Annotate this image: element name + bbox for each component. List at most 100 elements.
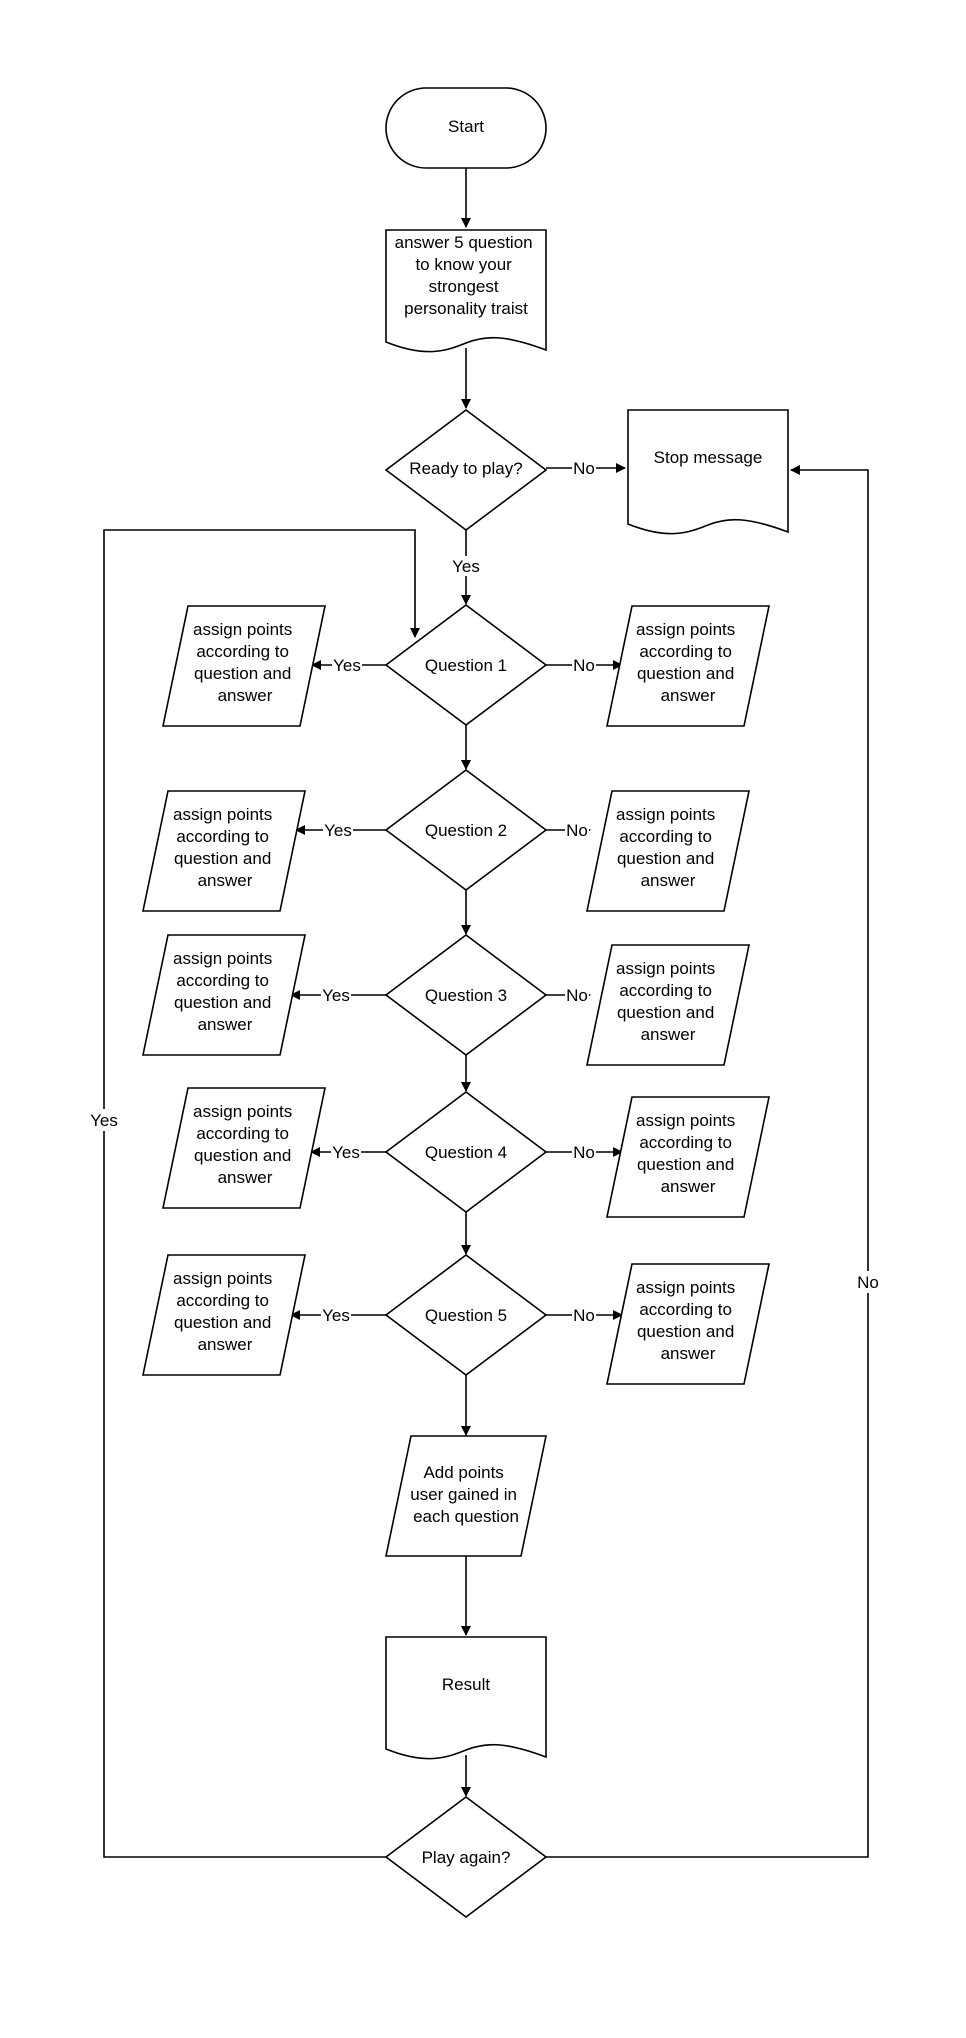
node-assign-q4-yes-line-4: answer <box>218 1168 273 1187</box>
edge-label-q1-no: No <box>573 656 595 675</box>
node-assign-q5-no-line-1: assign points <box>636 1278 735 1297</box>
node-assign-q5-yes: assign points according to question and … <box>142 1254 306 1376</box>
node-assign-q3-yes-label: assign points according to question and … <box>173 949 277 1034</box>
node-start-label: Start <box>448 117 484 136</box>
node-assign-q4-yes-line-1: assign points <box>193 1102 292 1121</box>
node-assign-q5-no-line-3: question and <box>637 1322 734 1341</box>
edge-label-ready-yes: Yes <box>452 557 480 576</box>
node-assign-q4-yes: assign points according to question and … <box>162 1087 326 1209</box>
node-question-3-label: Question 3 <box>425 986 507 1005</box>
node-assign-q1-no-line-3: question and <box>637 664 734 683</box>
node-question-5-label: Question 5 <box>425 1306 507 1325</box>
node-assign-q1-yes-label: assign points according to question and … <box>193 620 297 705</box>
edge-label-q1-yes: Yes <box>333 656 361 675</box>
node-assign-q2-yes-line-3: question and <box>174 849 271 868</box>
edge-label-q5-no: No <box>573 1306 595 1325</box>
node-assign-q4-yes-line-2: according to <box>196 1124 289 1143</box>
edge-label-q5-yes: Yes <box>322 1306 350 1325</box>
node-assign-q2-yes-label: assign points according to question and … <box>173 805 277 890</box>
node-assign-q4-no-line-4: answer <box>661 1177 716 1196</box>
node-intro-line-4: personality traist <box>404 299 528 318</box>
node-intro-line-3: strongest <box>429 277 499 296</box>
node-assign-q2-no-line-4: answer <box>641 871 696 890</box>
edge-label-q3-yes: Yes <box>322 986 350 1005</box>
node-assign-q2-yes: assign points according to question and … <box>142 790 306 912</box>
node-assign-q1-yes-line-1: assign points <box>193 620 292 639</box>
node-assign-q4-no-line-3: question and <box>637 1155 734 1174</box>
edge-again-yes-loop <box>103 529 420 1858</box>
node-assign-q3-yes-line-3: question and <box>174 993 271 1012</box>
node-intro: answer 5 question to know your strongest… <box>385 229 547 353</box>
node-assign-q5-yes-line-3: question and <box>174 1313 271 1332</box>
node-add-points: Add points user gained in each question <box>385 1435 547 1557</box>
node-stop-label: Stop message <box>654 448 763 467</box>
node-assign-q1-yes: assign points according to question and … <box>162 605 326 727</box>
node-assign-q1-no-line-1: assign points <box>636 620 735 639</box>
node-assign-q2-yes-line-1: assign points <box>173 805 272 824</box>
node-assign-q3-no-line-1: assign points <box>616 959 715 978</box>
node-add-points-line-2: user gained in <box>410 1485 517 1504</box>
node-assign-q2-no-line-2: according to <box>619 827 712 846</box>
edge-label-again-no: No <box>857 1273 879 1292</box>
node-assign-q2-yes-line-4: answer <box>198 871 253 890</box>
node-question-1: Question 1 <box>384 604 548 726</box>
node-assign-q3-yes-line-1: assign points <box>173 949 272 968</box>
edge-label-ready-no: No <box>573 459 595 478</box>
node-intro-label: answer 5 question to know your strongest… <box>395 233 538 318</box>
node-assign-q3-no-label: assign points according to question and … <box>616 959 720 1044</box>
node-result-label: Result <box>442 1675 490 1694</box>
node-question-4: Question 4 <box>384 1091 548 1213</box>
node-assign-q4-no-line-1: assign points <box>636 1111 735 1130</box>
node-add-points-line-1: Add points <box>423 1463 503 1482</box>
node-assign-q1-yes-line-2: according to <box>196 642 289 661</box>
node-result: Result <box>385 1636 547 1760</box>
node-assign-q1-yes-line-3: question and <box>194 664 291 683</box>
node-add-points-line-3: each question <box>413 1507 519 1526</box>
node-assign-q2-no-label: assign points according to question and … <box>616 805 720 890</box>
node-ready-label: Ready to play? <box>409 459 522 478</box>
node-assign-q3-no-line-2: according to <box>619 981 712 1000</box>
node-assign-q4-no: assign points according to question and … <box>606 1096 770 1218</box>
edge-label-q4-yes: Yes <box>332 1143 360 1162</box>
node-start: Start <box>385 87 547 169</box>
node-assign-q3-yes: assign points according to question and … <box>142 934 306 1056</box>
node-assign-q5-yes-line-4: answer <box>198 1335 253 1354</box>
node-intro-line-2: to know your <box>415 255 512 274</box>
edge-label-again-yes: Yes <box>90 1111 118 1130</box>
node-question-2-label: Question 2 <box>425 821 507 840</box>
node-question-5: Question 5 <box>384 1254 548 1376</box>
node-assign-q4-yes-label: assign points according to question and … <box>193 1102 297 1187</box>
node-stop: Stop message <box>627 409 789 535</box>
edge-labels: No Yes Yes No Yes No Yes No Yes No Yes N… <box>89 457 880 1325</box>
edge-again-no-loop <box>546 465 869 1858</box>
node-question-3: Question 3 <box>384 934 548 1056</box>
node-assign-q4-no-line-2: according to <box>639 1133 732 1152</box>
node-assign-q5-no-line-4: answer <box>661 1344 716 1363</box>
node-assign-q2-yes-line-2: according to <box>176 827 269 846</box>
node-assign-q3-no: assign points according to question and … <box>586 944 750 1066</box>
node-assign-q4-yes-line-3: question and <box>194 1146 291 1165</box>
node-play-again-label: Play again? <box>422 1848 511 1867</box>
node-assign-q5-yes-line-1: assign points <box>173 1269 272 1288</box>
node-assign-q3-no-line-4: answer <box>641 1025 696 1044</box>
node-add-points-label: Add points user gained in each question <box>410 1463 522 1526</box>
node-assign-q4-no-label: assign points according to question and … <box>636 1111 740 1196</box>
node-assign-q1-no-line-2: according to <box>639 642 732 661</box>
node-assign-q1-no-line-4: answer <box>661 686 716 705</box>
node-assign-q1-yes-line-4: answer <box>218 686 273 705</box>
edge-label-q4-no: No <box>573 1143 595 1162</box>
node-assign-q3-yes-line-4: answer <box>198 1015 253 1034</box>
node-question-4-label: Question 4 <box>425 1143 507 1162</box>
node-assign-q2-no: assign points according to question and … <box>586 790 750 912</box>
node-intro-line-1: answer 5 question <box>395 233 533 252</box>
node-assign-q2-no-line-3: question and <box>617 849 714 868</box>
node-assign-q3-no-line-3: question and <box>617 1003 714 1022</box>
node-assign-q3-yes-line-2: according to <box>176 971 269 990</box>
edge-label-q2-no: No <box>566 821 588 840</box>
node-play-again: Play again? <box>384 1796 548 1918</box>
node-assign-q5-no: assign points according to question and … <box>606 1263 770 1385</box>
node-assign-q1-no: assign points according to question and … <box>606 605 770 727</box>
node-question-2: Question 2 <box>384 769 548 891</box>
